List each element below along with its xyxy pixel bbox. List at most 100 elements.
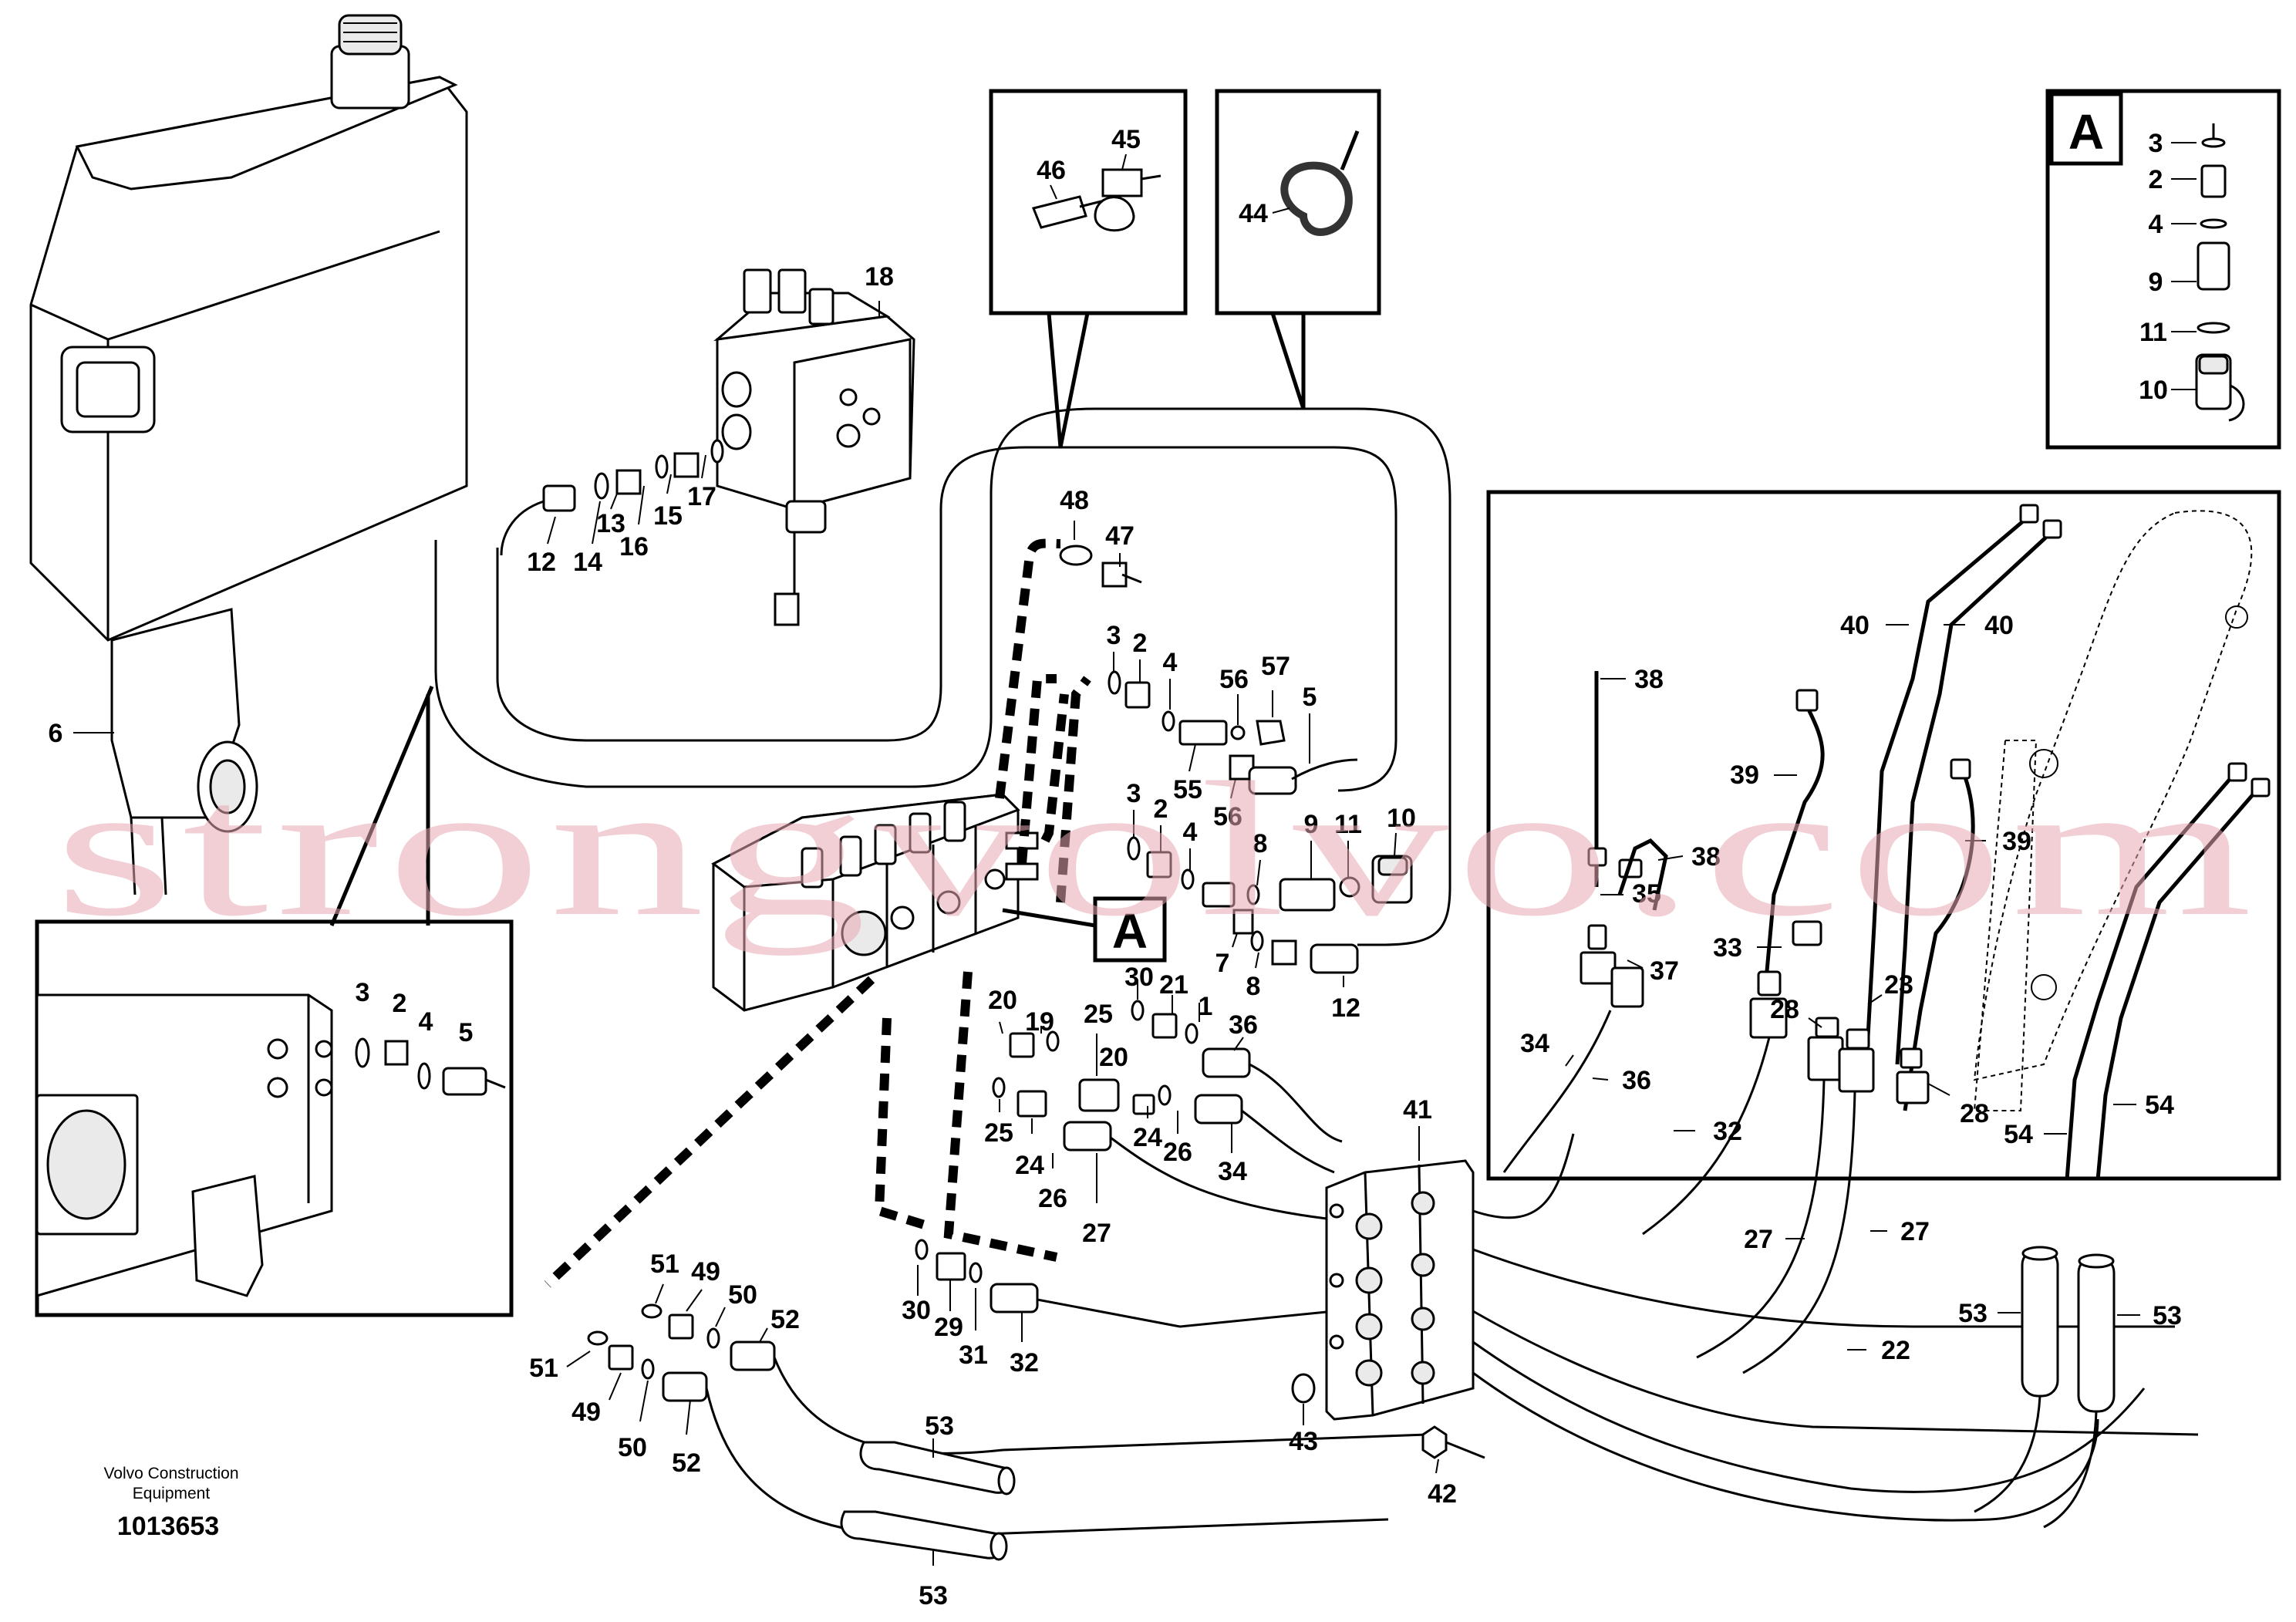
inset-tank-drawing [35,993,506,1297]
label-31: 31 [959,1340,988,1370]
hose-guard-right-1 [2021,1246,2059,1398]
label-2-top: 2 [1133,629,1148,658]
label-5-inset: 5 [459,1018,474,1047]
label-A-11: 11 [2139,318,2167,347]
label-38-lower: 38 [1691,842,1721,872]
cable-tie [1280,130,1360,236]
hydraulic-tank [29,14,468,895]
label-48: 48 [1060,486,1089,515]
label-53-right-2: 53 [2153,1301,2182,1330]
label-24-mid: 24 [1015,1151,1044,1180]
label-50-top: 50 [728,1280,757,1310]
label-25-top: 25 [1084,1000,1113,1029]
clamp-and-screw [1031,168,1161,232]
label-3-top: 3 [1107,621,1121,650]
label-3-mid: 3 [1127,779,1141,808]
label-26-mid: 26 [1038,1184,1067,1213]
label-36-valve: 36 [1229,1010,1258,1040]
label-A-9: 9 [2149,268,2163,297]
label-12-mid: 12 [1331,993,1360,1023]
label-52-low: 52 [672,1448,701,1478]
label-12-top: 12 [527,548,556,577]
label-41: 41 [1403,1095,1432,1125]
callout-A-box: A [2068,104,2104,160]
label-49-top: 49 [691,1257,720,1286]
label-24-top: 24 [1133,1123,1162,1152]
label-40-left: 40 [1840,611,1870,640]
label-37: 37 [1650,956,1679,986]
label-11: 11 [1334,810,1362,839]
label-4-inset: 4 [419,1007,433,1037]
auxiliary-control-valve [713,268,915,626]
valve-front-fittings [992,1000,1251,1152]
label-15: 15 [653,501,683,531]
valve-port-fittings [500,439,724,556]
caption-manufacturer-line1: Volvo Construction [103,1465,238,1482]
label-51-low: 51 [529,1354,558,1383]
detail-box-clamp [989,89,1188,315]
label-16: 16 [619,532,649,561]
label-53-right-1: 53 [1958,1299,1988,1328]
callout-A-valve: A [1112,903,1148,959]
upper-port-fittings [1059,545,1358,795]
label-50-low: 50 [618,1433,647,1462]
detail-box-A [2045,89,2281,450]
label-8-mid: 8 [1253,829,1268,858]
label-54-left: 54 [2004,1120,2033,1149]
label-28-left: 28 [1770,995,1799,1024]
label-52-top: 52 [770,1305,800,1334]
label-36-right: 36 [1622,1066,1651,1095]
middle-port-fittings [1127,836,1413,974]
label-27-left: 27 [1744,1225,1773,1254]
label-56-top: 56 [1219,665,1249,694]
manifold-bolt [1421,1425,1485,1459]
label-6: 6 [49,719,63,748]
label-44: 44 [1239,199,1268,228]
watermark: strongvolvo.com [54,743,2260,956]
label-A-2: 2 [2149,165,2163,194]
label-9: 9 [1304,810,1319,839]
label-30-low: 30 [902,1296,931,1325]
hose-guard-lower [840,1510,1008,1561]
label-19: 19 [1025,1007,1054,1037]
label-A-3: 3 [2149,129,2163,158]
label-14: 14 [573,548,602,577]
label-57: 57 [1261,652,1290,681]
label-8-low: 8 [1246,972,1261,1001]
label-42: 42 [1428,1479,1457,1509]
label-26-top: 26 [1163,1138,1192,1167]
label-A-4: 4 [2149,210,2163,239]
label-38-upper: 38 [1634,665,1664,694]
label-10: 10 [1387,804,1416,833]
label-34-right: 34 [1520,1029,1549,1058]
lower-left-fittings [587,1303,776,1402]
label-20-mid: 20 [1099,1043,1128,1072]
label-47: 47 [1105,521,1135,551]
label-43: 43 [1289,1427,1318,1456]
label-7: 7 [1215,949,1230,978]
label-20-top: 20 [988,986,1017,1015]
hose-guard-right-2 [2077,1253,2116,1413]
label-5-top: 5 [1303,683,1317,712]
label-1: 1 [1199,992,1213,1021]
label-39-right: 39 [2002,827,2031,856]
label-34-valve: 34 [1218,1157,1247,1186]
label-32-right: 32 [1713,1117,1742,1146]
label-29: 29 [934,1313,963,1342]
label-35: 35 [1632,879,1661,909]
manifold-block [1325,1159,1475,1421]
label-22: 22 [1881,1336,1910,1365]
label-28-right: 28 [1960,1099,1989,1128]
label-30-top: 30 [1124,963,1154,992]
lower-port-fittings [915,1239,1039,1313]
caption-drawing-number: 1013653 [117,1512,219,1541]
main-control-valve [711,793,1039,1012]
label-18: 18 [865,262,894,292]
label-25-mid: 25 [984,1118,1013,1148]
detail-box-cable-tie [1215,89,1381,315]
label-17: 17 [687,482,716,511]
label-4-mid: 4 [1183,818,1198,847]
label-A-10: 10 [2139,376,2168,405]
label-2-inset: 2 [393,989,407,1018]
